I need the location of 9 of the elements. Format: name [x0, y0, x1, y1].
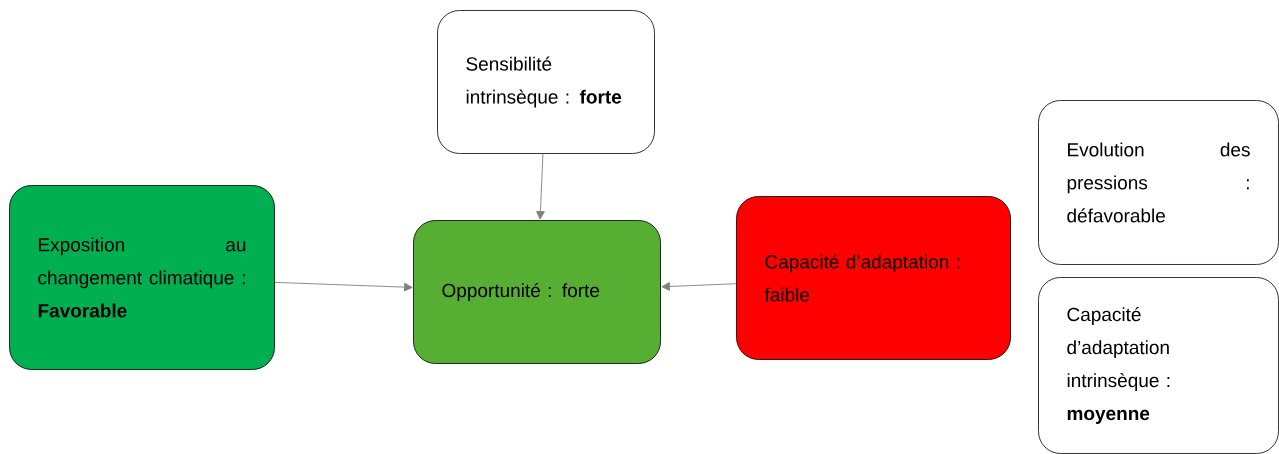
arrow	[536, 153, 545, 220]
text-box: Opportunité : forte	[413, 220, 661, 364]
text-box: Exposition au changement climatique : Favorable	[9, 185, 275, 370]
arrow	[661, 282, 737, 291]
text-box: Capacité d’adaptation : faible	[736, 196, 1011, 360]
text-box: Sensibilité intrinsèque : forte	[437, 10, 655, 154]
text-box: Capacité d’adaptation intrinsèque : moyenne	[1038, 277, 1279, 454]
arrow	[274, 281, 413, 292]
text-box: Evolution des pressions : défavorable	[1038, 100, 1279, 265]
